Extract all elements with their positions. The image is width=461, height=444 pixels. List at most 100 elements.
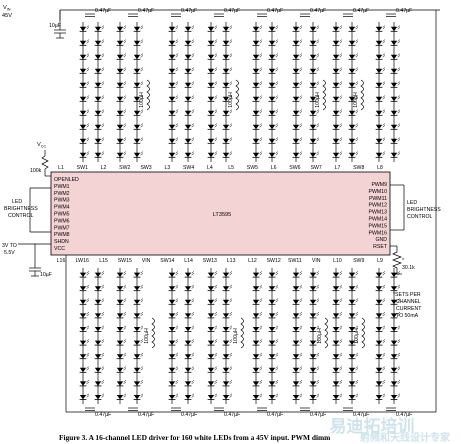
bottom-led-13-6 (332, 338, 343, 346)
watermark-sub: 射频和天线设计专家 (359, 431, 451, 444)
pullup-resistor (41, 155, 49, 176)
top-led-5-4 (168, 67, 179, 74)
bottom-led-13-5 (332, 325, 343, 332)
top-inductor-value-3: 100µH (315, 92, 321, 108)
top-led-8-2 (222, 39, 233, 46)
bottom-cap-value-6: 0.47µF (310, 412, 326, 418)
bottom-led-16-9 (390, 379, 401, 387)
top-led-1-4 (79, 67, 90, 74)
bottom-led-9-10 (252, 393, 263, 400)
led-strings-bottom (79, 268, 401, 404)
bottom-led-6-7 (184, 352, 195, 360)
watermark-main: 易迪拓培训 (330, 416, 415, 437)
bottom-cap-value-2: 0.47µF (138, 412, 154, 418)
bottom-led-5-8 (168, 366, 179, 373)
bottom-led-7-3 (207, 298, 218, 305)
bottom-led-3-9 (116, 379, 127, 387)
top-led-6-1 (184, 25, 195, 32)
top-cap-value-3: 0.47µF (181, 8, 197, 14)
bottom-led-11-7 (292, 352, 303, 360)
bottom-led-14-1 (348, 270, 359, 278)
top-led-12-7 (309, 109, 320, 116)
bottom-cap-value-1: 0.47µF (95, 412, 111, 418)
bottom-led-14-8 (348, 366, 359, 373)
bottom-led-15-4 (375, 311, 386, 319)
svg-text:CHANNEL: CHANNEL (396, 299, 421, 305)
bottom-led-8-6 (222, 338, 233, 346)
bottom-led-5-2 (168, 284, 179, 292)
top-led-16-9 (390, 137, 401, 144)
svg-text:CONTROL: CONTROL (8, 213, 33, 219)
top-led-12-2 (309, 39, 320, 46)
top-led-1-5 (79, 81, 90, 88)
top-led-7-7 (207, 109, 218, 116)
top-led-1-7 (79, 109, 90, 116)
bottom-led-1-9 (79, 379, 90, 387)
bottom-led-14-7 (348, 352, 359, 360)
top-led-4-3 (133, 53, 144, 60)
bottom-led-13-1 (332, 270, 343, 278)
top-led-10-3 (268, 53, 279, 60)
bottom-led-12-3 (309, 298, 320, 305)
bottom-led-8-3 (222, 298, 233, 305)
top-led-16-8 (390, 123, 401, 130)
top-led-11-8 (292, 123, 303, 130)
top-led-10-8 (268, 123, 279, 130)
top-led-5-2 (168, 39, 179, 46)
bottom-led-16-8 (390, 366, 401, 373)
top-led-11-2 (292, 39, 303, 46)
bottom-led-9-1 (252, 270, 263, 278)
bottom-led-4-3 (133, 298, 144, 305)
bottom-led-11-6 (292, 338, 303, 346)
bottom-led-8-8 (222, 366, 233, 373)
top-led-14-3 (348, 53, 359, 60)
bottom-led-4-9 (133, 379, 144, 387)
svg-text:*SETS PER: *SETS PER (393, 292, 421, 298)
top-led-10-1 (268, 25, 279, 32)
bottom-led-10-8 (268, 366, 279, 373)
bottom-inductor-value-4: 100µH (354, 328, 360, 344)
top-led-3-6 (116, 95, 127, 102)
top-led-2-10 (94, 151, 105, 158)
top-led-7-3 (207, 53, 218, 60)
top-led-7-5 (207, 81, 218, 88)
bottom-led-4-10 (133, 393, 144, 400)
bottom-led-1-8 (79, 366, 90, 373)
top-led-14-4 (348, 67, 359, 74)
bottom-led-2-10 (94, 393, 105, 400)
bottom-led-7-4 (207, 311, 218, 319)
top-led-4-7 (133, 109, 144, 116)
top-led-4-2 (133, 39, 144, 46)
top-led-6-2 (184, 39, 195, 46)
bottom-led-9-4 (252, 311, 263, 319)
bottom-led-7-6 (207, 338, 218, 346)
top-pin-l3-6: L3 (164, 165, 170, 171)
top-led-1-8 (79, 123, 90, 130)
top-led-5-1 (168, 25, 179, 32)
right-pin-pwm10: PWM10 (369, 189, 388, 195)
top-led-2-4 (94, 67, 105, 74)
right-pin-pwm9: PWM9 (371, 182, 387, 188)
rset-note-mark: * (402, 258, 404, 264)
top-led-4-4 (133, 67, 144, 74)
top-led-14-10 (348, 151, 359, 158)
svg-text:CONTROL: CONTROL (407, 214, 432, 220)
bottom-led-15-2 (375, 284, 386, 292)
bottom-cap-value-7: 0.47µF (353, 412, 369, 418)
top-led-11-9 (292, 137, 303, 144)
top-led-3-3 (116, 53, 127, 60)
bottom-pin-l9-16: L9 (377, 258, 383, 264)
top-led-16-4 (390, 67, 401, 74)
bottom-pin-l10-14: L10 (333, 258, 342, 264)
top-led-9-8 (252, 123, 263, 130)
top-led-11-4 (292, 67, 303, 74)
top-led-14-2 (348, 39, 359, 46)
right-pin-pwm13: PWM13 (369, 210, 388, 216)
top-led-7-9 (207, 137, 218, 144)
bottom-led-2-6 (94, 338, 105, 346)
left-pin-openled: OPENLED (54, 177, 79, 183)
bottom-pin-sw9-15: SW9 (353, 258, 364, 264)
